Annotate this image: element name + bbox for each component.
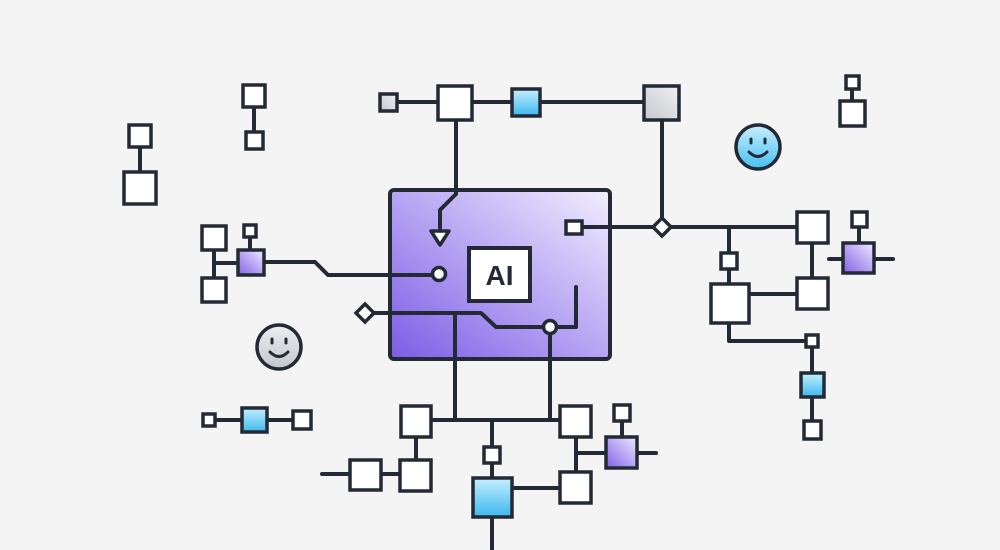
ai-internal-wiring: [370, 188, 612, 361]
node: [236, 248, 266, 277]
node: [795, 276, 830, 311]
node: [240, 406, 269, 434]
connector-port: [541, 318, 559, 336]
node: [242, 223, 258, 239]
node: [127, 123, 153, 149]
ai-label-box: [467, 246, 532, 303]
node: [799, 371, 826, 399]
diamond-junction: [353, 301, 377, 325]
node: [348, 458, 383, 492]
connector-port: [430, 265, 448, 283]
node: [122, 170, 158, 206]
node: [850, 210, 869, 229]
node: [719, 251, 739, 271]
node: [604, 435, 639, 470]
node: [558, 470, 593, 505]
ai-label: AI: [486, 260, 514, 291]
node: [804, 333, 820, 349]
node: [201, 412, 217, 428]
node: [841, 241, 876, 275]
arrow-down-icon: [429, 229, 451, 247]
node: [612, 403, 632, 423]
node: [200, 224, 228, 252]
node: [399, 404, 433, 439]
node: [291, 409, 313, 431]
connector-port: [564, 219, 584, 236]
node: [838, 99, 867, 128]
node: [398, 458, 433, 493]
node: [709, 282, 751, 325]
node: [200, 276, 228, 304]
node: [244, 130, 265, 151]
node: [378, 92, 399, 113]
node: [510, 87, 542, 118]
node: [844, 74, 861, 91]
node: [642, 84, 681, 122]
node: [436, 84, 474, 122]
node: [471, 476, 514, 519]
diamond-junction: [650, 215, 674, 239]
node: [802, 419, 823, 441]
node: [482, 445, 502, 465]
node: [241, 83, 267, 109]
smiley-face-icon-gray: [255, 323, 303, 371]
node: [558, 404, 593, 439]
node: [795, 210, 830, 245]
smiley-face-icon-blue: [734, 123, 782, 171]
